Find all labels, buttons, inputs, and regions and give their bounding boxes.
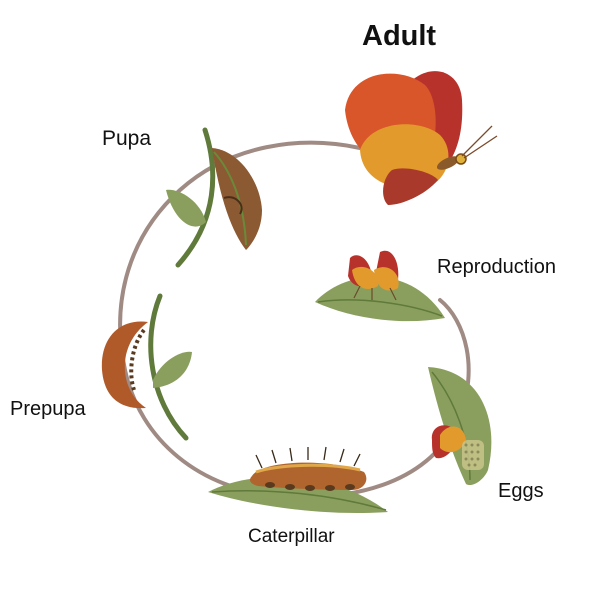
adult-butterfly-icon (345, 71, 498, 205)
stage-label-caterpillar: Caterpillar (248, 526, 335, 547)
stage-label-eggs: Eggs (498, 480, 544, 502)
pupa-illustration (166, 127, 262, 268)
prepupa-illustration (101, 293, 192, 441)
reproduction-illustration (315, 250, 445, 322)
stage-label-prepupa: Prepupa (10, 398, 86, 420)
stage-label-pupa: Pupa (102, 127, 152, 150)
stage-label-adult: Adult (362, 20, 437, 52)
caterpillar-illustration (208, 446, 388, 514)
egg-cluster (462, 440, 484, 470)
eggs-illustration (428, 367, 492, 486)
stage-label-reproduction: Reproduction (437, 256, 556, 278)
